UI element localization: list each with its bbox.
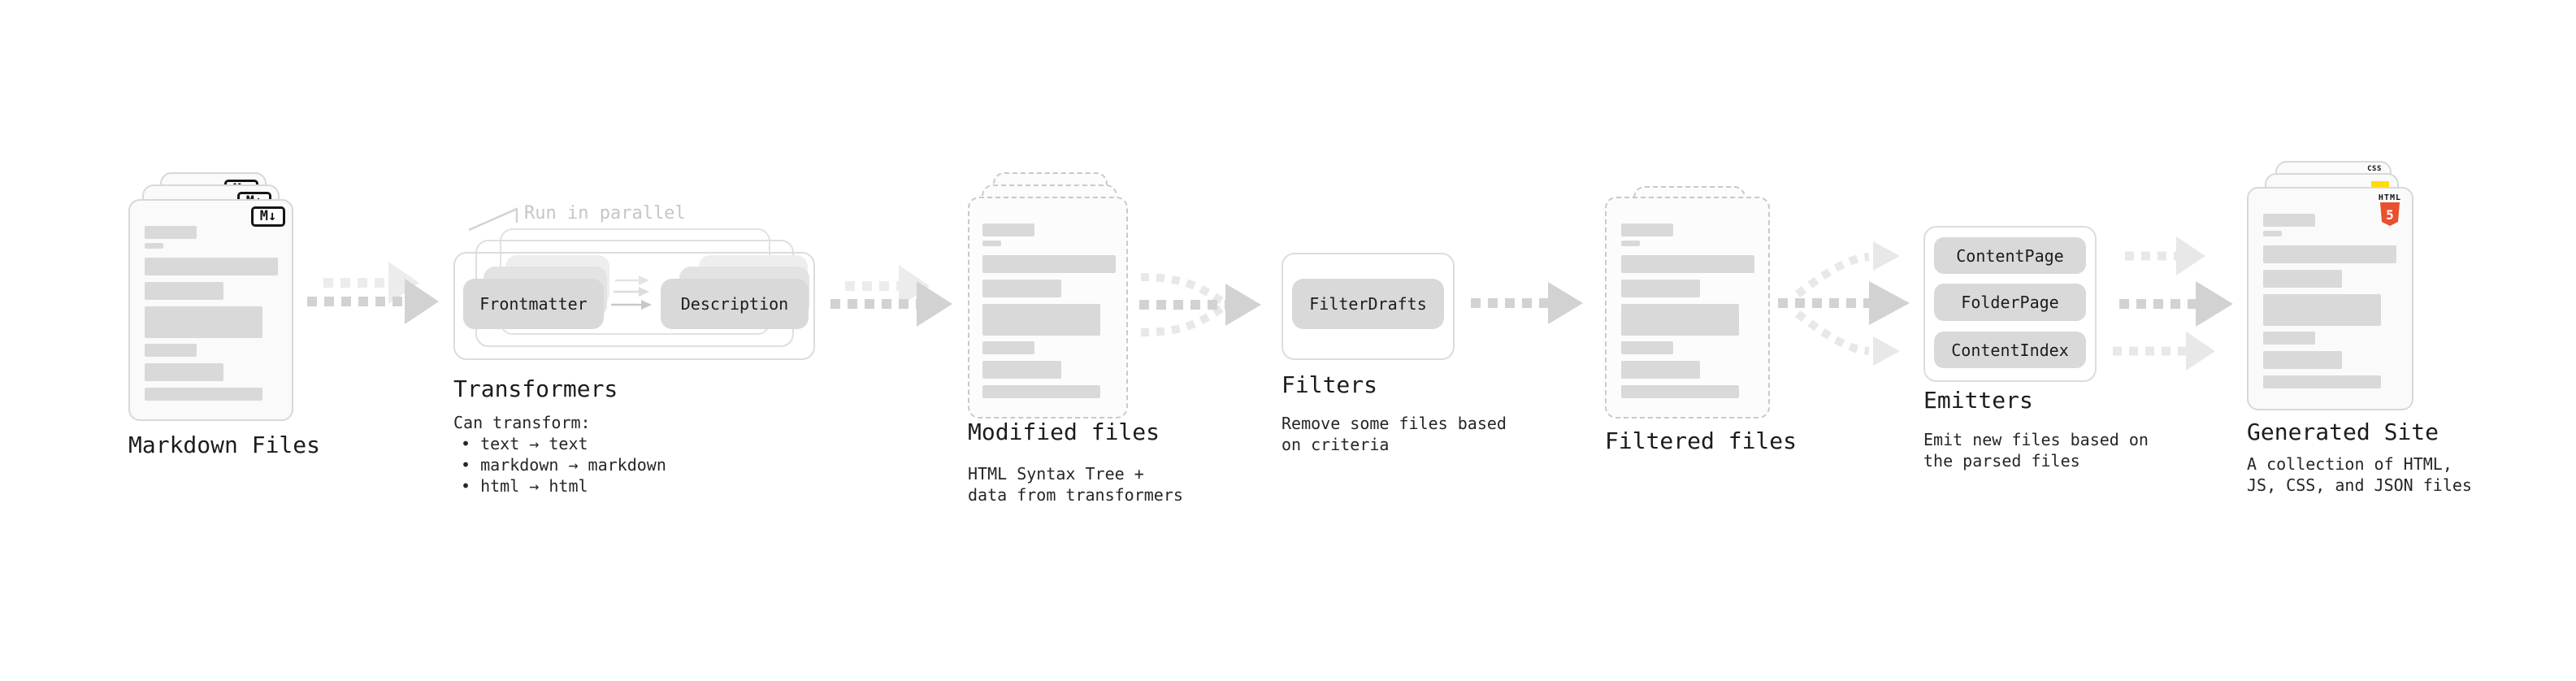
folderpage-emitter-chip: FolderPage [1934,284,2086,321]
transform-bullet: markdown → markdown [453,454,666,475]
placeholder-bar [145,363,223,381]
placeholder-bar [982,255,1116,273]
placeholder-bar [145,226,197,239]
placeholder-bar [145,282,223,300]
description-line: the parsed files [1923,451,2080,471]
placeholder-bar [1621,304,1739,336]
placeholder-bar [145,306,262,338]
placeholder-bar [982,361,1061,379]
stage-title-emitters: Emitters [1923,387,2033,414]
stage-label-filtered-files: Filtered files [1605,427,1798,454]
filterdrafts-chip: FilterDrafts [1292,279,1444,329]
placeholder-bar [1621,361,1700,379]
html5-file-icon: HTML 5 [2379,193,2401,229]
parallel-step-arrows [611,275,652,310]
annotation-leader-line [468,207,518,232]
html5-icon-number: 5 [2386,207,2394,223]
description-line: JS, CSS, and JSON files [2247,475,2472,495]
placeholder-bar [1621,385,1739,398]
placeholder-bar [982,304,1100,336]
transform-bullet: html → html [453,475,666,497]
stage-label-modified-files: Modified files [968,419,1160,445]
modified-file-card-front [968,197,1128,419]
placeholder-bar [2263,351,2342,369]
markdown-icon-glyph: M↓ [259,208,277,224]
placeholder-bar [145,243,163,249]
stage-label-markdown-files: Markdown Files [128,432,321,458]
filtered-file-card-front [1605,197,1770,419]
transformers-description: Can transform: text → text markdown → ma… [453,412,666,497]
arrow-transformers-to-modified [830,265,952,327]
placeholder-bar [2263,270,2342,288]
description-line: on criteria [1281,435,1390,454]
placeholder-bar [1621,341,1673,354]
description-line: HTML Syntax Tree + [968,464,1144,484]
contentpage-emitter-chip: ContentPage [1934,237,2086,274]
placeholder-bar [2263,231,2282,236]
description-transformer-chip: Description [661,279,809,329]
stage-title-filters: Filters [1281,371,1378,398]
placeholder-bar [1621,223,1673,236]
transformers-description-heading: Can transform: [453,413,591,432]
emitters-box [1923,226,2097,382]
transform-bullet: text → text [453,433,666,454]
transformer-instance-box-front [453,252,815,360]
arrow-modified-to-filters-merge [1139,273,1261,336]
stage-title-transformers: Transformers [453,375,618,402]
text-line-placeholder-bars [1621,223,1754,398]
arrow-filters-to-filtered [1471,282,1583,324]
description-line: data from transformers [968,485,1183,505]
arrow-markdown-to-transformers [307,262,439,324]
placeholder-bar [2263,375,2381,388]
text-line-placeholder-bars [982,223,1116,398]
filters-description: Remove some files based on criteria [1281,413,1507,455]
placeholder-bar [2263,294,2381,326]
placeholder-bar [145,344,197,357]
description-line: A collection of HTML, [2247,454,2452,474]
text-line-placeholder-bars [145,226,278,401]
css-icon-label: CSS [2367,165,2382,173]
generated-file-card-html: HTML 5 [2247,187,2413,410]
placeholder-bar [145,388,262,401]
contentindex-emitter-chip: ContentIndex [1934,332,2086,368]
description-line: Remove some files based [1281,414,1507,433]
description-line: Emit new files based on [1923,430,2149,449]
emitters-description: Emit new files based on the parsed files [1923,429,2149,471]
placeholder-bar [2263,214,2315,227]
placeholder-bar [982,385,1100,398]
html5-shield: 5 [2379,202,2400,226]
markdown-file-card-front: M↓ [128,199,293,421]
filters-box [1281,253,1455,360]
frontmatter-transformer-chip: Frontmatter [463,279,604,329]
run-in-parallel-annotation: Run in parallel [524,203,686,223]
markdown-file-icon: M↓ [251,206,285,227]
text-line-placeholder-bars [2263,214,2396,388]
placeholder-bar [982,341,1034,354]
js-file-icon [2371,181,2389,189]
placeholder-bar [982,241,1001,246]
placeholder-bar [982,280,1061,297]
html5-icon-label: HTML [2378,193,2401,202]
placeholder-bar [982,223,1034,236]
placeholder-bar [1621,241,1640,246]
generated-site-description: A collection of HTML, JS, CSS, and JSON … [2247,453,2472,496]
arrow-emitters-to-generated [2113,236,2233,371]
placeholder-bar [1621,280,1700,297]
placeholder-bar [1621,255,1754,273]
placeholder-bar [145,258,278,275]
stage-label-generated-site: Generated Site [2247,419,2439,445]
arrow-filtered-to-emitters-diverge [1778,241,1910,366]
placeholder-bar [2263,332,2315,345]
modified-files-description: HTML Syntax Tree + data from transformer… [968,463,1183,505]
placeholder-bar [2263,245,2396,263]
